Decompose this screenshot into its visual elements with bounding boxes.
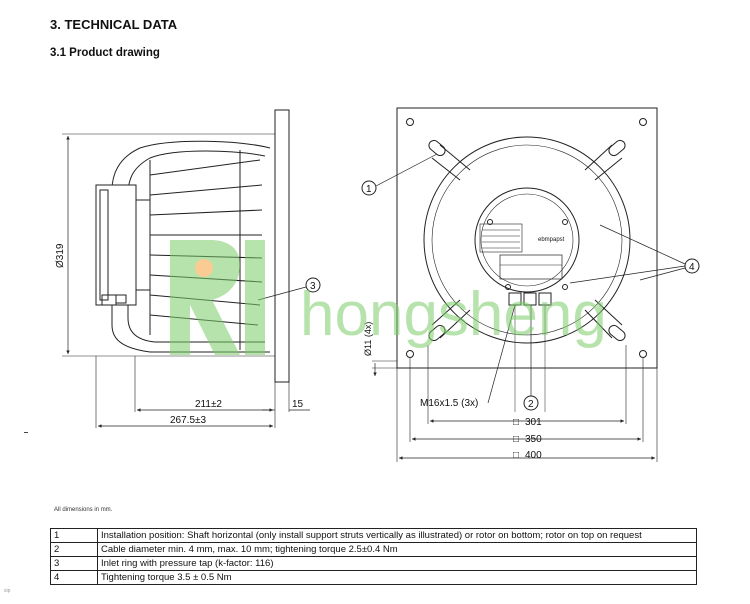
subsection-title: 3.1 Product drawing (50, 47, 160, 59)
square-symbol-301: □ (513, 417, 519, 428)
dimensions-note: All dimensions in mm. (54, 507, 113, 513)
table-row: 1 Installation position: Shaft horizonta… (50, 528, 697, 543)
dim-overall: 267.5±3 (170, 415, 207, 426)
note-text: Cable diameter min. 4 mm, max. 10 mm; ti… (97, 542, 697, 557)
margin-tick (24, 432, 28, 433)
callout-2: 2 (528, 399, 534, 410)
note-text: Inlet ring with pressure tap (k-factor: … (97, 556, 697, 571)
product-drawing: Ø319 211±2 267.5±3 15 3 (55, 107, 700, 462)
callout-3: 3 (310, 281, 316, 292)
front-view (361, 107, 700, 462)
note-text: Tightening torque 3.5 ± 0.5 Nm (97, 570, 697, 585)
dim-depth: 211±2 (195, 399, 222, 410)
table-row: 4 Tightening torque 3.5 ± 0.5 Nm (50, 570, 697, 585)
section-title: 3. TECHNICAL DATA (50, 17, 178, 32)
square-symbol-400: □ (513, 450, 519, 461)
diameter-label: Ø319 (55, 243, 66, 268)
dim-350: 350 (525, 434, 542, 445)
note-number: 2 (50, 542, 98, 557)
note-text: Installation position: Shaft horizontal … (97, 528, 697, 543)
watermark-text: hongsheng (300, 280, 607, 349)
table-row: 2 Cable diameter min. 4 mm, max. 10 mm; … (50, 542, 697, 557)
dim-400: 400 (525, 450, 542, 461)
callout-1: 1 (366, 184, 372, 195)
note-number: 3 (50, 556, 98, 571)
note-number: 1 (50, 528, 98, 543)
brand-label: ebmpapst (538, 237, 565, 243)
dim-301: 301 (525, 417, 542, 428)
gland-label: M16x1.5 (3x) (420, 398, 478, 409)
side-code: sip (4, 588, 11, 594)
table-row: 3 Inlet ring with pressure tap (k-factor… (50, 556, 697, 571)
dim-flange: 15 (292, 399, 304, 410)
side-view (62, 109, 321, 428)
notes-table: 1 Installation position: Shaft horizonta… (50, 528, 697, 585)
square-symbol-350: □ (513, 434, 519, 445)
watermark: hongsheng (170, 240, 607, 355)
callout-4: 4 (689, 262, 695, 273)
hole-label: Ø11 (4x) (363, 322, 373, 356)
note-number: 4 (50, 570, 98, 585)
